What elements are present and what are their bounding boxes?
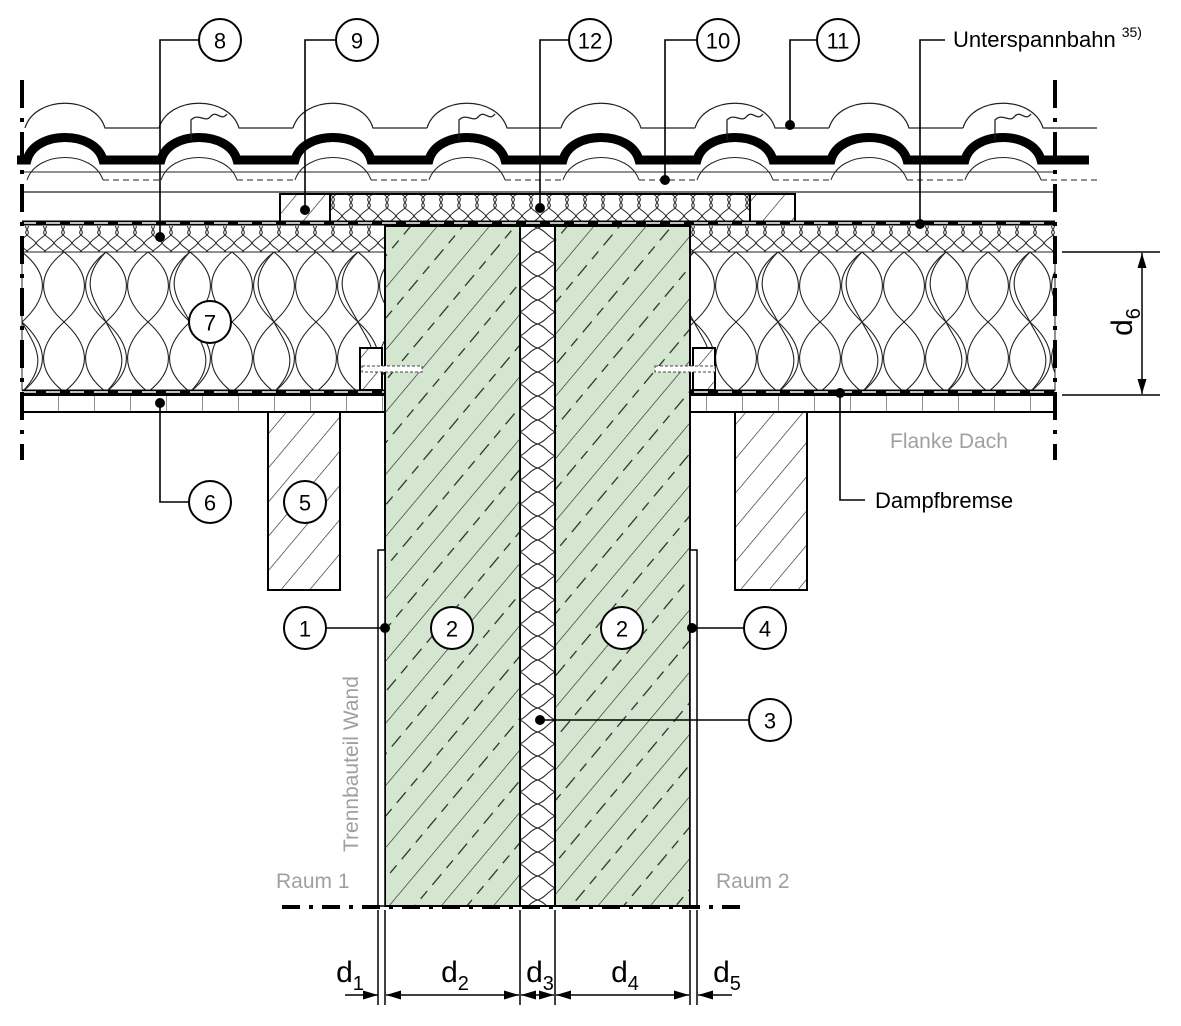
break-lines	[20, 80, 1057, 909]
callout-c11: 11	[816, 18, 860, 62]
boarding-right	[689, 394, 1056, 413]
callout-c3: 3	[748, 698, 792, 742]
tile-section	[955, 133, 1089, 165]
label-raum-2: Raum 2	[716, 870, 790, 893]
tile-clip	[726, 113, 764, 140]
tile-outline	[962, 102, 1097, 129]
tile-lower	[160, 157, 238, 181]
callout-number: 8	[214, 29, 226, 54]
label-raum-1: Raum 1	[276, 870, 350, 893]
tile-outline	[292, 102, 427, 129]
dim-d6: d6	[1106, 308, 1145, 336]
dim-d4: d4	[611, 956, 639, 995]
callout-c2a: 2	[430, 606, 474, 650]
insulation-layer-8-right	[690, 226, 1055, 252]
screws	[361, 365, 716, 373]
insulation-layer-8-left	[22, 226, 385, 252]
tile-lower	[696, 157, 774, 181]
cavity-insulation-layer-3	[519, 225, 556, 907]
wall-leaf-layer-2-right	[554, 225, 691, 907]
callout-number: 12	[578, 29, 602, 54]
label-trennbauteil-wand: Trennbauteil Wand	[340, 676, 363, 852]
callout-number: 4	[759, 617, 771, 642]
tile-section	[419, 133, 553, 165]
tile-outline	[828, 102, 963, 129]
label-flanke-dach: Flanke Dach	[890, 430, 1008, 453]
tile-lower	[964, 157, 1042, 181]
leader-lines	[159, 39, 945, 721]
tile-section	[17, 133, 151, 165]
dim-d1: d1	[336, 956, 364, 995]
tile-outline	[694, 102, 829, 129]
tile-section	[821, 133, 955, 165]
leader-dots	[155, 120, 925, 725]
callout-number: 6	[204, 491, 216, 516]
dim-d5: d5	[713, 956, 741, 995]
callout-c4: 4	[743, 606, 787, 650]
wood-batten-right	[749, 193, 796, 223]
tile-clip	[190, 113, 228, 140]
callout-number: 7	[204, 311, 216, 336]
wall-leaf-layer-2-left	[384, 225, 521, 907]
tile-clip	[994, 113, 1032, 140]
tile-clip	[458, 113, 496, 140]
callout-number: 10	[706, 29, 730, 54]
callout-number: 2	[616, 617, 628, 642]
lining-layer-1	[377, 549, 386, 907]
tile-lower	[562, 157, 640, 181]
insulation-layer-7-right	[689, 251, 1056, 391]
tile-lower	[428, 157, 506, 181]
dimension-chain-bottom	[345, 910, 732, 1005]
battens-layer-10	[22, 171, 1055, 193]
tile-outline	[426, 102, 561, 129]
roof-tiles-layer-11	[17, 102, 1097, 181]
callout-c12: 12	[568, 18, 612, 62]
callout-number: 9	[351, 29, 363, 54]
callout-number: 11	[827, 29, 850, 54]
callout-c9: 9	[335, 18, 379, 62]
dim-d3: d3	[526, 956, 554, 995]
dim-d2: d2	[441, 956, 469, 995]
callout-number: 2	[446, 617, 458, 642]
rafter-right	[734, 411, 808, 591]
callout-c7: 7	[188, 300, 232, 344]
callout-c2b: 2	[600, 606, 644, 650]
tile-outline	[24, 102, 159, 129]
tile-section	[285, 133, 419, 165]
callout-number: 5	[299, 491, 311, 516]
label-dampfbremse: Dampfbremse	[875, 488, 1013, 513]
tile-lower	[830, 157, 908, 181]
callout-c1: 1	[283, 606, 327, 650]
tile-outline	[158, 102, 293, 129]
callout-c10: 10	[696, 18, 740, 62]
dimension-d6	[1062, 251, 1160, 396]
callout-number: 1	[299, 617, 311, 642]
callout-c8: 8	[198, 18, 242, 62]
callout-c5: 5	[283, 480, 327, 524]
callout-number: 3	[764, 709, 776, 734]
boarding-layer-6-left	[21, 394, 386, 413]
tile-section	[553, 133, 687, 165]
tile-section	[687, 133, 821, 165]
tile-section	[151, 133, 285, 165]
tile-lower	[26, 157, 104, 181]
lining-layer-4	[689, 549, 698, 907]
tile-lower	[294, 157, 372, 181]
tile-outline	[560, 102, 695, 129]
callout-c6: 6	[188, 480, 232, 524]
